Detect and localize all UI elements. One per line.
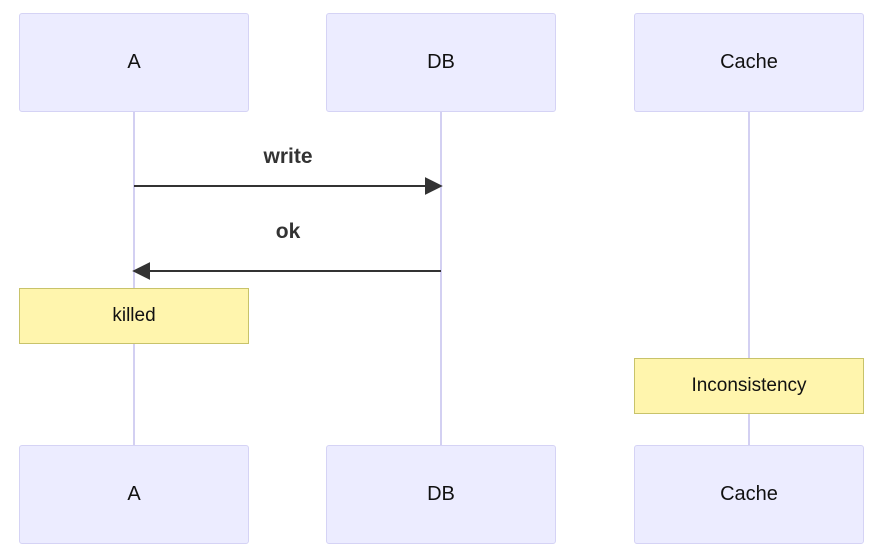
participant-bottom-a: A — [19, 445, 249, 544]
participant-bottom-db: DB — [326, 445, 556, 544]
participant-top-db: DB — [326, 13, 556, 112]
participant-top-cache: Cache — [634, 13, 864, 112]
note-killed: killed — [19, 288, 249, 344]
message-label-ok: ok — [275, 220, 301, 243]
participant-bottom-cache: Cache — [634, 445, 864, 544]
participant-top-a: A — [19, 13, 249, 112]
note-inconsistency: Inconsistency — [634, 358, 864, 414]
message-label-write: write — [263, 145, 313, 168]
